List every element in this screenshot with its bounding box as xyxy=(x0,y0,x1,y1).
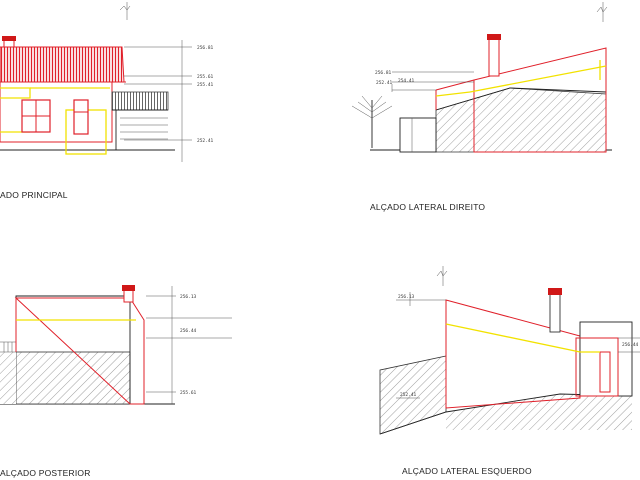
ground-hatch xyxy=(15,351,131,405)
view-alcado-lateral-direito: 256.81 254.41 252.41 ALÇADO LATERAL DIRE… xyxy=(351,2,612,212)
level-markers: 256.81 255.61 255.41 252.41 xyxy=(124,40,214,162)
new-roof-outline xyxy=(473,47,607,153)
north-arrow-icon xyxy=(596,2,608,22)
level-label: 252.41 xyxy=(376,80,393,86)
chimney xyxy=(549,293,561,333)
level-markers: 256.81 254.41 252.41 xyxy=(375,70,474,92)
annex-box xyxy=(575,321,633,397)
facade-wall xyxy=(0,81,113,143)
level-label: 252.41 xyxy=(197,138,214,144)
level-label: 256.13 xyxy=(180,294,197,300)
north-arrow-icon xyxy=(119,2,131,20)
view-caption: ALÇADO POSTERIOR xyxy=(0,468,91,478)
level-label: 256.81 xyxy=(197,45,214,51)
level-label: 255.61 xyxy=(197,74,214,80)
level-label: 254.41 xyxy=(398,78,415,84)
level-label: 256.81 xyxy=(375,70,392,76)
ground-hatch xyxy=(435,87,607,153)
door-main xyxy=(73,99,89,135)
level-label: 256.44 xyxy=(180,328,197,334)
chimney-cap xyxy=(548,288,562,295)
view-alcado-principal: 256.81 255.61 255.41 252.41 ADO PRINCIPA… xyxy=(0,2,214,200)
new-facade-outline xyxy=(14,297,145,405)
annex-box xyxy=(399,117,437,153)
view-caption: ADO PRINCIPAL xyxy=(0,190,68,200)
chimney xyxy=(488,37,500,77)
new-facade-outline xyxy=(445,299,581,409)
level-markers: 256.13 256.44 252.41 xyxy=(396,292,640,399)
ground-hatch xyxy=(446,394,632,430)
roof-tiles-red xyxy=(0,46,125,83)
chimney-cap xyxy=(2,36,16,41)
chimney-cap xyxy=(487,34,501,40)
demolition-outline xyxy=(445,323,581,353)
view-caption: ALÇADO LATERAL DIREITO xyxy=(370,202,485,212)
level-label: 252.41 xyxy=(400,392,417,398)
view-alcado-lateral-esquerdo: 256.13 256.44 252.41 ALÇADO LATERAL ESQU… xyxy=(379,266,640,476)
demolition-outline xyxy=(0,87,31,99)
level-label: 256.13 xyxy=(398,294,415,300)
north-arrow-icon xyxy=(436,266,448,286)
view-caption: ALÇADO LATERAL ESQUERDO xyxy=(402,466,532,476)
level-label: 255.41 xyxy=(197,82,214,88)
railing xyxy=(0,341,16,353)
annex-pergola xyxy=(111,91,169,150)
view-alcado-posterior: 256.13 256.44 255.61 ALÇADO POSTERIOR xyxy=(0,285,232,478)
tree-symbol-icon xyxy=(351,95,393,148)
ground-hatch xyxy=(0,352,16,404)
chimney-cap xyxy=(122,285,135,291)
level-label: 255.61 xyxy=(180,390,197,396)
window-double xyxy=(21,99,51,133)
level-markers: 256.13 256.44 255.61 xyxy=(146,286,232,404)
chimney xyxy=(123,289,134,303)
demolition-outline xyxy=(435,91,471,97)
level-label: 256.44 xyxy=(622,342,639,348)
